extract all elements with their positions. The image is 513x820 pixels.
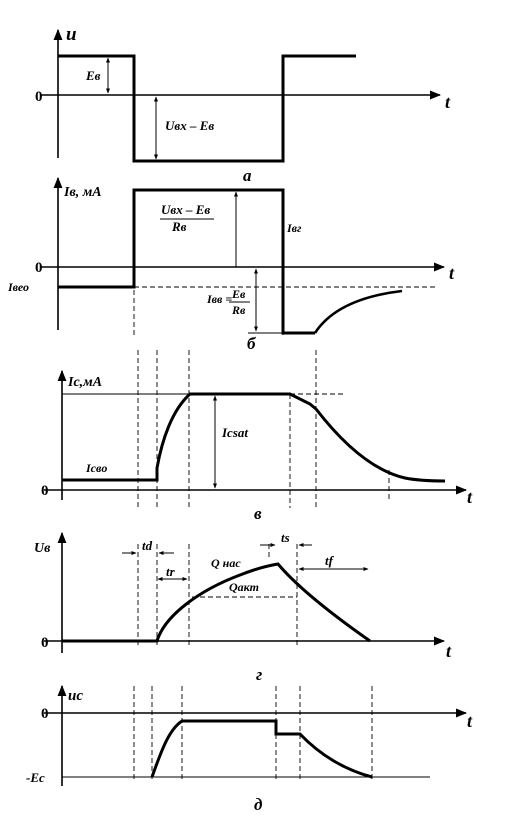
panel-e-x-label: t: [467, 711, 473, 731]
panel-d-tf-label: tf: [325, 553, 335, 568]
panel-c-zero: 0: [41, 483, 49, 499]
panel-a-zero: 0: [35, 89, 43, 105]
panel-d-zero: 0: [41, 635, 49, 651]
panel-b-caption: б: [247, 334, 257, 353]
panel-a-diff-label: Uвх – Eв: [165, 118, 214, 133]
panel-d-qakt-label: Qакт: [229, 580, 259, 594]
panel-d-y-label: Uв: [34, 541, 51, 556]
panel-b-zero: 0: [35, 260, 43, 276]
panel-d-x-label: t: [446, 641, 452, 661]
panel-d-tr-label: tr: [166, 564, 176, 579]
panel-c-collector-current: [62, 392, 446, 483]
panel-d-qnas-label: Q нас: [211, 556, 241, 570]
panel-d: Uв t 0 td tr ts tf Q нас Qакт г: [34, 530, 452, 684]
panel-a-e-label: Eв: [85, 68, 101, 83]
panel-b-ivr2-label: Iвв =: [206, 292, 232, 306]
panel-c-icvo-label: Icвo: [85, 461, 107, 475]
panel-e-zero: 0: [41, 706, 49, 722]
panel-a-caption: a: [243, 166, 252, 185]
panel-b-frac2-num: Eв: [231, 287, 246, 301]
panel-c-x-label: t: [467, 487, 473, 507]
panel-a-y-label: u: [66, 24, 77, 45]
panel-e-ec-label: -Ec: [26, 770, 45, 785]
panel-b-base-current: [58, 188, 315, 335]
panel-c-caption: в: [254, 504, 262, 523]
panel-b-ibeo-label: Iвео: [7, 280, 29, 294]
panel-c-y-label: Ic,мА: [67, 375, 102, 390]
panel-d-ts-label: ts: [281, 530, 290, 545]
panel-e-y-label: uc: [68, 688, 83, 704]
panel-e: uc t 0 -Ec д: [26, 684, 473, 814]
panel-d-caption: г: [256, 665, 262, 684]
panel-b-frac1-num: Uвх – Eв: [161, 202, 210, 217]
panel-c-icsat-label: Icsat: [221, 425, 248, 440]
panel-d-base-voltage: [62, 562, 371, 643]
panel-e-collector-voltage: [150, 719, 373, 779]
panel-a-x-label: t: [445, 92, 451, 112]
panel-b-ivr1-label: Iвг: [286, 221, 302, 235]
panel-b-recovery-curve: [313, 289, 403, 334]
panel-b-frac2-den: Rв: [231, 303, 246, 317]
panel-b-frac1-den: Rв: [171, 219, 187, 234]
panel-a-input-signal: [58, 54, 356, 163]
panel-b-x-label: t: [449, 263, 455, 283]
panel-b: Iв, мА t 0 Iвео Uвх – Eв Rв Iвг Iвв = Eв…: [7, 176, 455, 353]
panel-b-y-label: Iв, мА: [63, 185, 102, 200]
panel-e-caption: д: [254, 795, 263, 814]
panel-d-td-label: td: [142, 538, 153, 553]
panel-a: u t 0 Eв Uвх – Eв a: [35, 24, 451, 185]
panel-c: Ic,мА t 0 Icsat Icвo в: [41, 350, 473, 523]
